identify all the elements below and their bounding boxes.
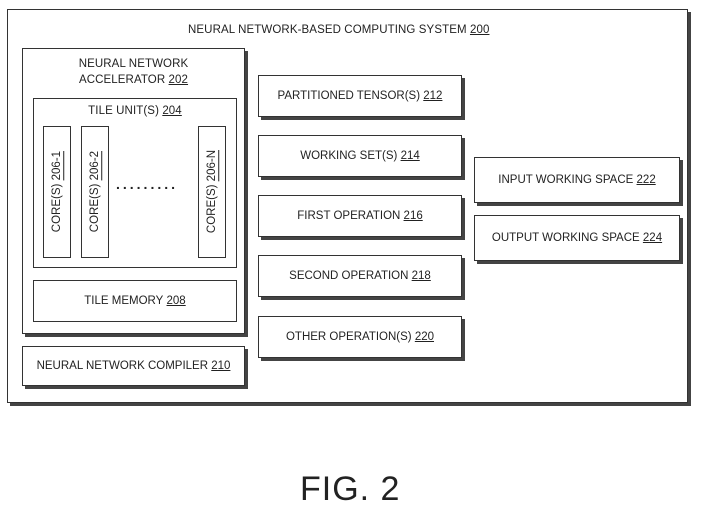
core-label-2-text: CORE(S) bbox=[89, 184, 101, 233]
input-working-space-label: INPUT WORKING SPACE bbox=[498, 174, 634, 186]
second-operation-ref: 218 bbox=[411, 270, 431, 282]
output-working-space-ref: 224 bbox=[642, 232, 663, 244]
second-operation-label: SECOND OPERATION bbox=[289, 270, 409, 282]
accelerator-title: NEURAL NETWORK ACCELERATOR 202 bbox=[22, 56, 245, 88]
core-label-1: CORE(S) 206-1 bbox=[51, 151, 63, 232]
tile-memory-ref: 208 bbox=[166, 295, 186, 307]
core-label-n: CORE(S) 206-N bbox=[206, 150, 218, 233]
figure-caption: FIG. 2 bbox=[300, 470, 401, 508]
input-working-space-ref: 222 bbox=[636, 174, 656, 186]
accelerator-title-line1: NEURAL NETWORK bbox=[78, 58, 189, 70]
accelerator-title-line2: ACCELERATOR bbox=[78, 74, 166, 86]
core-box-2: CORE(S) 206-2 bbox=[81, 126, 109, 258]
first-operation-label: FIRST OPERATION bbox=[297, 210, 401, 222]
other-operations-ref: 220 bbox=[414, 331, 435, 343]
core-ref-2: 206-2 bbox=[89, 151, 101, 181]
tile-unit-title: TILE UNIT(S) 204 bbox=[33, 105, 237, 117]
output-working-space-box: OUTPUT WORKING SPACE 224 bbox=[474, 215, 680, 261]
working-sets-ref: 214 bbox=[400, 150, 420, 162]
second-operation-box: SECOND OPERATION 218 bbox=[258, 255, 462, 297]
cores-ellipsis: ......... bbox=[116, 176, 179, 192]
output-working-space-label: OUTPUT WORKING SPACE bbox=[491, 232, 640, 244]
partitioned-tensors-label: PARTITIONED TENSOR(S) bbox=[277, 90, 421, 102]
first-operation-ref: 216 bbox=[403, 210, 423, 222]
computing-system-title: NEURAL NETWORK-BASED COMPUTING SYSTEM 20… bbox=[188, 24, 489, 36]
core-box-n: CORE(S) 206-N bbox=[198, 126, 226, 258]
tile-memory-box: TILE MEMORY 208 bbox=[33, 280, 237, 322]
core-ref-1: 206-1 bbox=[51, 151, 63, 181]
working-sets-label: WORKING SET(S) bbox=[300, 150, 398, 162]
tile-unit-title-text: TILE UNIT(S) bbox=[88, 105, 160, 117]
working-sets-box: WORKING SET(S) 214 bbox=[258, 135, 462, 177]
core-label-2: CORE(S) 206-2 bbox=[89, 151, 101, 232]
compiler-box: NEURAL NETWORK COMPILER 210 bbox=[22, 346, 245, 386]
partitioned-tensors-box: PARTITIONED TENSOR(S) 212 bbox=[258, 75, 462, 117]
core-label-1-text: CORE(S) bbox=[51, 184, 63, 233]
tile-unit-ref: 204 bbox=[162, 105, 182, 117]
computing-system-ref: 200 bbox=[469, 24, 490, 36]
input-working-space-box: INPUT WORKING SPACE 222 bbox=[474, 157, 680, 203]
other-operations-label: OTHER OPERATION(S) bbox=[285, 331, 412, 343]
core-label-n-text: CORE(S) bbox=[206, 184, 218, 234]
partitioned-tensors-ref: 212 bbox=[423, 90, 443, 102]
other-operations-box: OTHER OPERATION(S) 220 bbox=[258, 316, 462, 358]
first-operation-box: FIRST OPERATION 216 bbox=[258, 195, 462, 237]
tile-memory-label: TILE MEMORY bbox=[84, 295, 164, 307]
accelerator-ref: 202 bbox=[168, 74, 189, 86]
accelerator-title-line2-row: ACCELERATOR 202 bbox=[22, 72, 245, 88]
compiler-ref: 210 bbox=[211, 360, 231, 372]
computing-system-title-text: NEURAL NETWORK-BASED COMPUTING SYSTEM bbox=[188, 24, 467, 36]
core-box-1: CORE(S) 206-1 bbox=[43, 126, 71, 258]
core-ref-n: 206-N bbox=[206, 150, 218, 182]
compiler-label: NEURAL NETWORK COMPILER bbox=[36, 360, 209, 372]
